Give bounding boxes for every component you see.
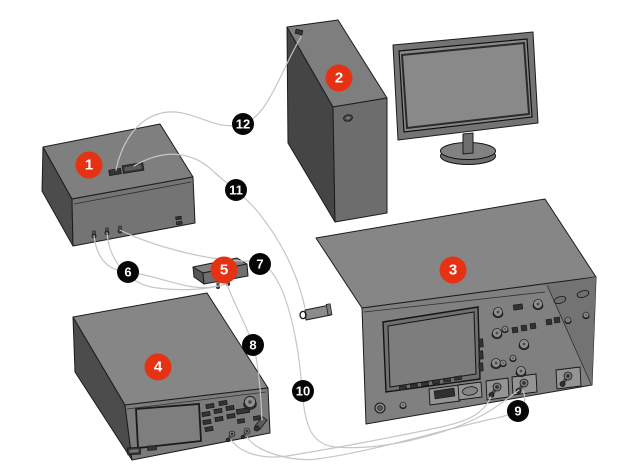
device-4-buttons: [201, 400, 262, 432]
tower-power-button: [294, 28, 304, 36]
scope-small-buttons: [478, 303, 561, 372]
device-2-computer-tower: [286, 19, 388, 223]
scope-oval-button: [457, 381, 483, 401]
svg-text:4: 4: [154, 359, 163, 376]
device-4-bench-instrument: [72, 292, 271, 461]
svg-text:6: 6: [124, 265, 131, 280]
scope-side-vents: [553, 290, 590, 304]
device-4-cable-plug: [253, 415, 268, 432]
device-4-front-port: [126, 446, 142, 456]
scope-bnc-input-1: [485, 377, 510, 401]
svg-text:2: 2: [335, 70, 343, 87]
tower-right-face: [332, 97, 388, 223]
device-3-oscilloscope: [299, 198, 597, 425]
scope-side-probe: [299, 303, 333, 321]
device-1-front-face: [71, 176, 196, 247]
device-4-screen: [135, 403, 202, 449]
cable-box-to-adapter-b: [106, 232, 227, 291]
device-1-top-port: [121, 162, 145, 174]
device-4-main-knob: [243, 395, 257, 410]
callouts: 1 2 3 4 5 6 7 8: [75, 64, 529, 422]
callout-1: 1: [75, 151, 103, 179]
callout-6: 6: [117, 261, 139, 283]
monitor-stand: [462, 132, 474, 155]
scope-screen: [387, 311, 477, 388]
svg-text:5: 5: [220, 262, 228, 279]
svg-text:8: 8: [249, 338, 256, 353]
device-1-side-connector: [175, 215, 183, 226]
callout-11: 11: [225, 179, 247, 201]
callout-10: 10: [292, 380, 314, 402]
svg-text:1: 1: [85, 157, 93, 174]
device-1-interface-box: [41, 123, 196, 247]
cable-12-box-to-tower: [115, 36, 302, 171]
scope-menu-buttons: [398, 375, 463, 391]
monitor-screen: [398, 38, 533, 133]
callout-5: 5: [210, 256, 238, 284]
tower-side-port: [343, 114, 353, 122]
callout-7: 7: [249, 253, 271, 275]
callout-9: 9: [507, 400, 529, 422]
svg-text:3: 3: [449, 262, 457, 279]
svg-text:12: 12: [236, 117, 250, 132]
scope-bnc-input-2: [511, 373, 538, 396]
callout-4: 4: [144, 353, 172, 381]
callout-8: 8: [242, 334, 264, 356]
svg-text:11: 11: [229, 183, 243, 198]
callout-12: 12: [232, 113, 254, 135]
monitor: [392, 31, 539, 165]
svg-text:9: 9: [514, 404, 521, 419]
scope-bnc-output: [555, 366, 582, 390]
svg-text:7: 7: [256, 257, 263, 272]
cable-9-scope-to-instrument-a: [230, 396, 492, 458]
svg-text:10: 10: [296, 384, 310, 399]
scope-usb-port: [428, 384, 461, 406]
callout-3: 3: [439, 256, 467, 284]
callout-2: 2: [325, 64, 353, 92]
